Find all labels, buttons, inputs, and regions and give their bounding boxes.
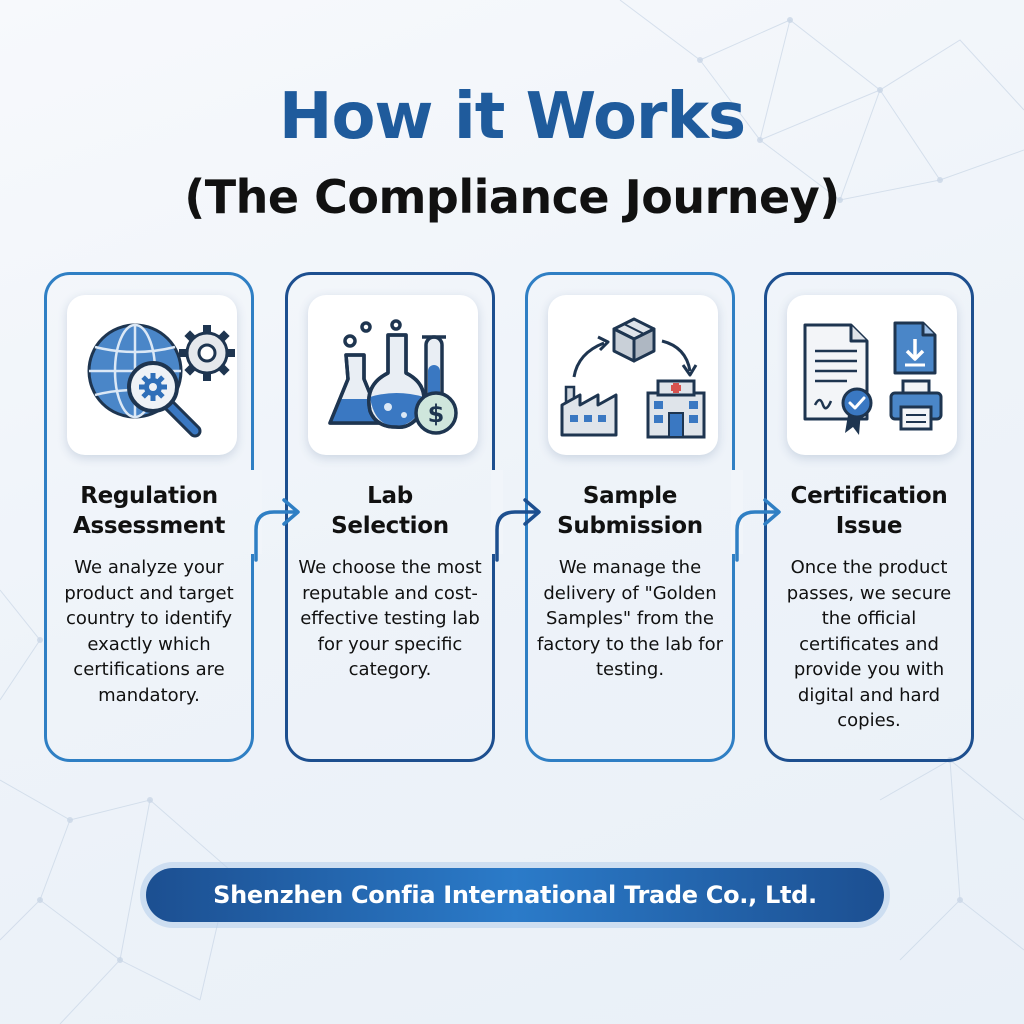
- step-icon-box: [548, 295, 718, 455]
- step-description: We choose the most reputable and cost-ef…: [298, 557, 482, 680]
- company-banner: Shenzhen Confia International Trade Co.,…: [140, 862, 890, 928]
- step-icon-box: $: [308, 295, 478, 455]
- step-description: We manage the delivery of "Golden Sample…: [536, 557, 724, 680]
- factory-box-lab-icon: [560, 317, 706, 439]
- step-title: Sample Submission: [528, 481, 732, 541]
- step-description: Once the product passes, we secure the o…: [786, 557, 952, 731]
- step-icon-box: [67, 295, 237, 455]
- border-gap: [250, 470, 262, 554]
- border-gap: [731, 470, 743, 554]
- step-title: Lab Selection: [288, 481, 492, 541]
- globe-gear-magnifier-icon: [87, 323, 235, 438]
- page-title: How it Works: [278, 80, 746, 154]
- step-description: We analyze your product and target count…: [64, 557, 234, 706]
- step-title-line2: Selection: [331, 513, 449, 539]
- page-subtitle: (The Compliance Journey): [184, 170, 840, 224]
- svg-text:$: $: [428, 400, 445, 428]
- step-title: Regulation Assessment: [47, 481, 251, 541]
- lab-flasks-dollar-icon: $: [328, 319, 458, 435]
- step-title-line1: Sample: [582, 483, 678, 509]
- step-title: Certification Issue: [767, 481, 971, 541]
- step-title-line1: Certification: [790, 483, 948, 509]
- step-title-line2: Submission: [557, 513, 703, 539]
- company-name: Shenzhen Confia International Trade Co.,…: [146, 868, 884, 922]
- step-card-certification-issue: Certification Issue Once the product pas…: [764, 272, 974, 762]
- step-card-lab-selection: $ Lab Selection We choose the most reput…: [285, 272, 495, 762]
- step-title-line2: Issue: [835, 513, 903, 539]
- border-gap: [491, 470, 503, 554]
- step-title-line1: Lab: [367, 483, 413, 509]
- certificate-download-printer-icon: [803, 321, 943, 435]
- step-title-line1: Regulation: [80, 483, 218, 509]
- step-title-line2: Assessment: [72, 513, 226, 539]
- step-card-sample-submission: Sample Submission We manage the delivery…: [525, 272, 735, 762]
- step-icon-box: [787, 295, 957, 455]
- step-card-regulation-assessment: Regulation Assessment We analyze your pr…: [44, 272, 254, 762]
